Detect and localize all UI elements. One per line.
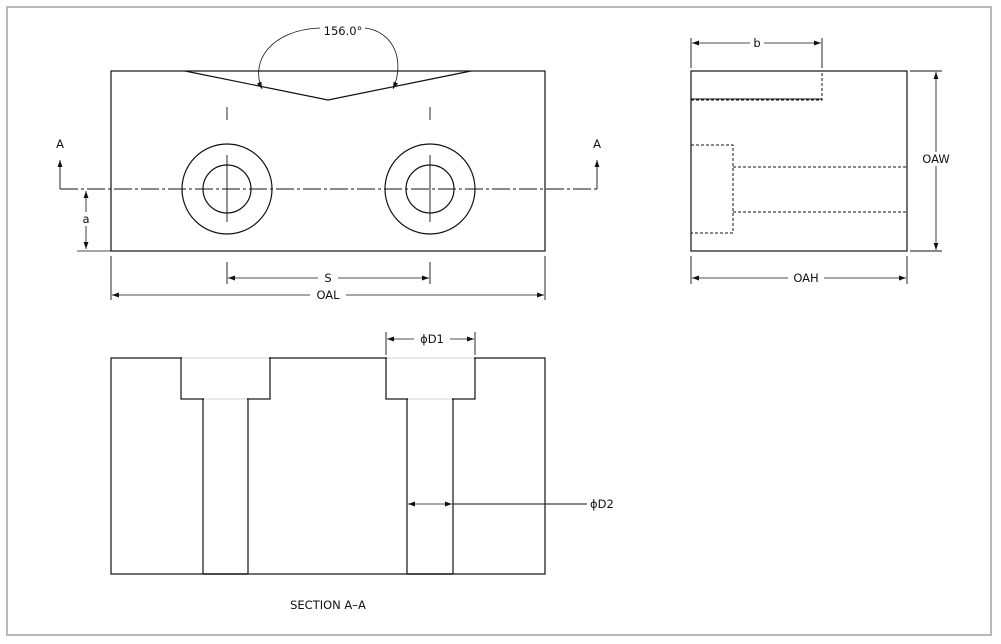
through-hole-section-left (202, 398, 249, 575)
through-hole-section-right (406, 398, 454, 575)
counterbore-section-left (180, 357, 271, 400)
side-view-outline (690, 70, 908, 252)
s-label: S (324, 271, 331, 285)
v-groove (184, 70, 472, 101)
oaw-label: OAW (922, 152, 949, 166)
a-label: a (82, 212, 89, 226)
front-view: 156.0° A A a S (56, 24, 601, 302)
section-marker-left: A (56, 137, 64, 151)
section-hatched-body (110, 357, 546, 575)
angle-arc-right (364, 27, 399, 90)
d2-label: ϕD2 (590, 497, 614, 511)
angle-label: 156.0° (324, 24, 363, 38)
angle-arc-left (256, 27, 321, 90)
oah-label: OAH (793, 271, 818, 285)
counterbore-section-right (385, 357, 476, 400)
through-hole-hidden (733, 166, 907, 213)
front-view-outline (110, 70, 546, 252)
drawing-frame (6, 6, 992, 636)
section-marker-right: A (593, 137, 601, 151)
oal-label: OAL (316, 288, 340, 302)
counterbore-hidden (691, 144, 734, 234)
groove-hidden-line (691, 71, 823, 101)
section-title: SECTION A–A (290, 598, 366, 612)
side-view: b OAW OAH (690, 36, 954, 285)
b-label: b (753, 36, 760, 50)
section-view: ϕD1 ϕD2 SECTION A–A (110, 332, 614, 612)
d1-label: ϕD1 (420, 332, 444, 346)
